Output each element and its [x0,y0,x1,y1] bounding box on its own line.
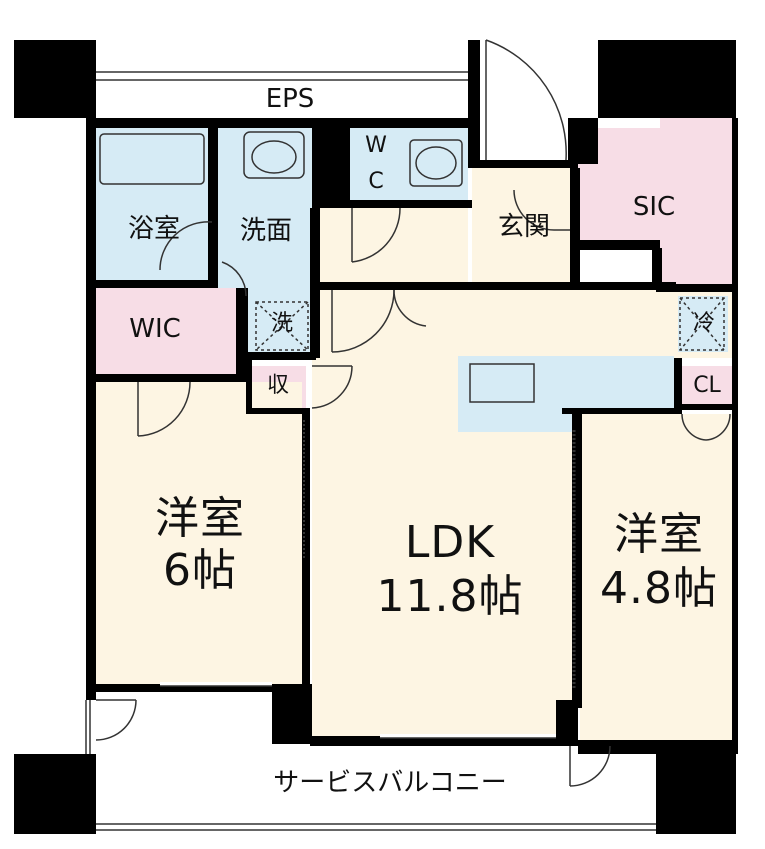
eps-label: EPS [265,84,315,114]
storage-label: 収 [266,373,289,398]
storage-door-swing [311,365,353,409]
cl-door-swing [681,413,731,441]
western-left-name: 洋室 [155,493,245,544]
ldk-door-swing [331,289,395,353]
balcony-label: サービスバルコニー [273,768,507,798]
entrance-label: 玄関 [497,212,550,242]
sic-door [513,189,570,231]
washroom-label: 洗面 [239,216,292,246]
wc-door-swing [351,207,401,263]
ldk-name: LDK [404,517,496,568]
ldk-door-swing-2 [393,289,427,327]
western-right-size: 4.8帖 [600,563,718,614]
wash-door-swing [221,261,247,297]
wic-label: WIC [129,314,181,344]
wic-area [96,288,236,374]
western-right-name: 洋室 [614,509,704,560]
western-left-area [96,382,302,684]
walls [14,40,738,834]
sink [243,131,305,179]
room-fills [96,72,732,754]
wc-label-w: W [365,133,387,158]
balcony-door-left [95,699,137,741]
thin-lines [85,39,731,831]
bath-area [96,128,212,280]
entry-door-swing [485,39,567,161]
washer-label: 洗 [270,311,293,336]
wc-label-c: C [368,169,384,194]
sic-label: SIC [632,192,676,222]
sic-area-2 [660,118,732,284]
bath-door-swing [159,221,213,271]
bath-label: 浴室 [127,214,180,244]
ldk-size: 11.8帖 [376,571,524,622]
hall-area [318,200,468,288]
bathtub [99,133,205,185]
western-left-size: 6帖 [163,545,237,596]
room-left-door-swing [137,381,191,437]
fridge-area [678,296,728,352]
closet-area [678,366,732,408]
kitchen-sink [469,363,535,403]
western-right-area [580,414,732,754]
fridge-label: 冷 [692,311,715,336]
entrance-area [472,168,572,286]
balcony-door-right [569,745,611,787]
corridor-area [318,288,732,358]
closet-label: CL [693,373,721,398]
